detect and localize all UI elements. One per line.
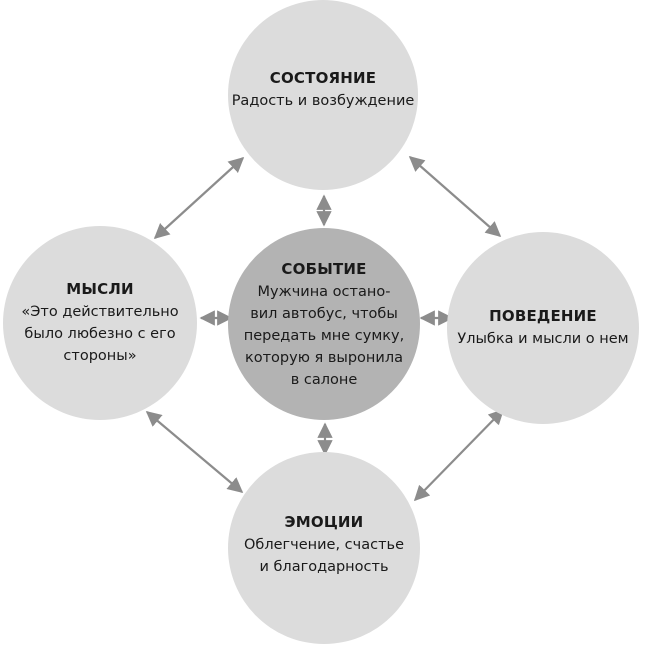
node-thoughts: МЫСЛИ «Это действительно было любезно с … bbox=[3, 226, 197, 420]
node-state-title: СОСТОЯНИЕ bbox=[269, 68, 377, 87]
node-thoughts-text: «Это действительно было любезно с его ст… bbox=[21, 303, 179, 364]
node-behavior-title: ПОВЕДЕНИЕ bbox=[489, 306, 597, 325]
node-state: СОСТОЯНИЕ Радость и возбуждение bbox=[228, 0, 418, 190]
node-emotions-title: ЭМОЦИИ bbox=[284, 512, 364, 531]
arrow-thoughts-emotions bbox=[145, 411, 244, 493]
node-thoughts-title: МЫСЛИ bbox=[66, 279, 134, 298]
node-emotions-text: Облегчение, счастье и благодарность bbox=[243, 536, 404, 575]
arrow-state-thoughts bbox=[153, 156, 245, 240]
node-event-title: СОБЫТИЕ bbox=[281, 259, 367, 278]
node-event: СОБЫТИЕ Мужчина остано- вил автобус, что… bbox=[228, 228, 420, 420]
arrow-behavior-emotions bbox=[413, 408, 505, 502]
node-behavior-text: Улыбка и мысли о нем bbox=[457, 330, 629, 347]
node-state-text: Радость и возбуждение bbox=[231, 92, 415, 109]
node-behavior: ПОВЕДЕНИЕ Улыбка и мысли о нем bbox=[447, 232, 639, 424]
arrow-state-behavior bbox=[408, 155, 502, 238]
node-event-text: Мужчина остано- вил автобус, чтобы перед… bbox=[243, 283, 405, 388]
node-emotions: ЭМОЦИИ Облегчение, счастье и благодарнос… bbox=[228, 452, 420, 644]
